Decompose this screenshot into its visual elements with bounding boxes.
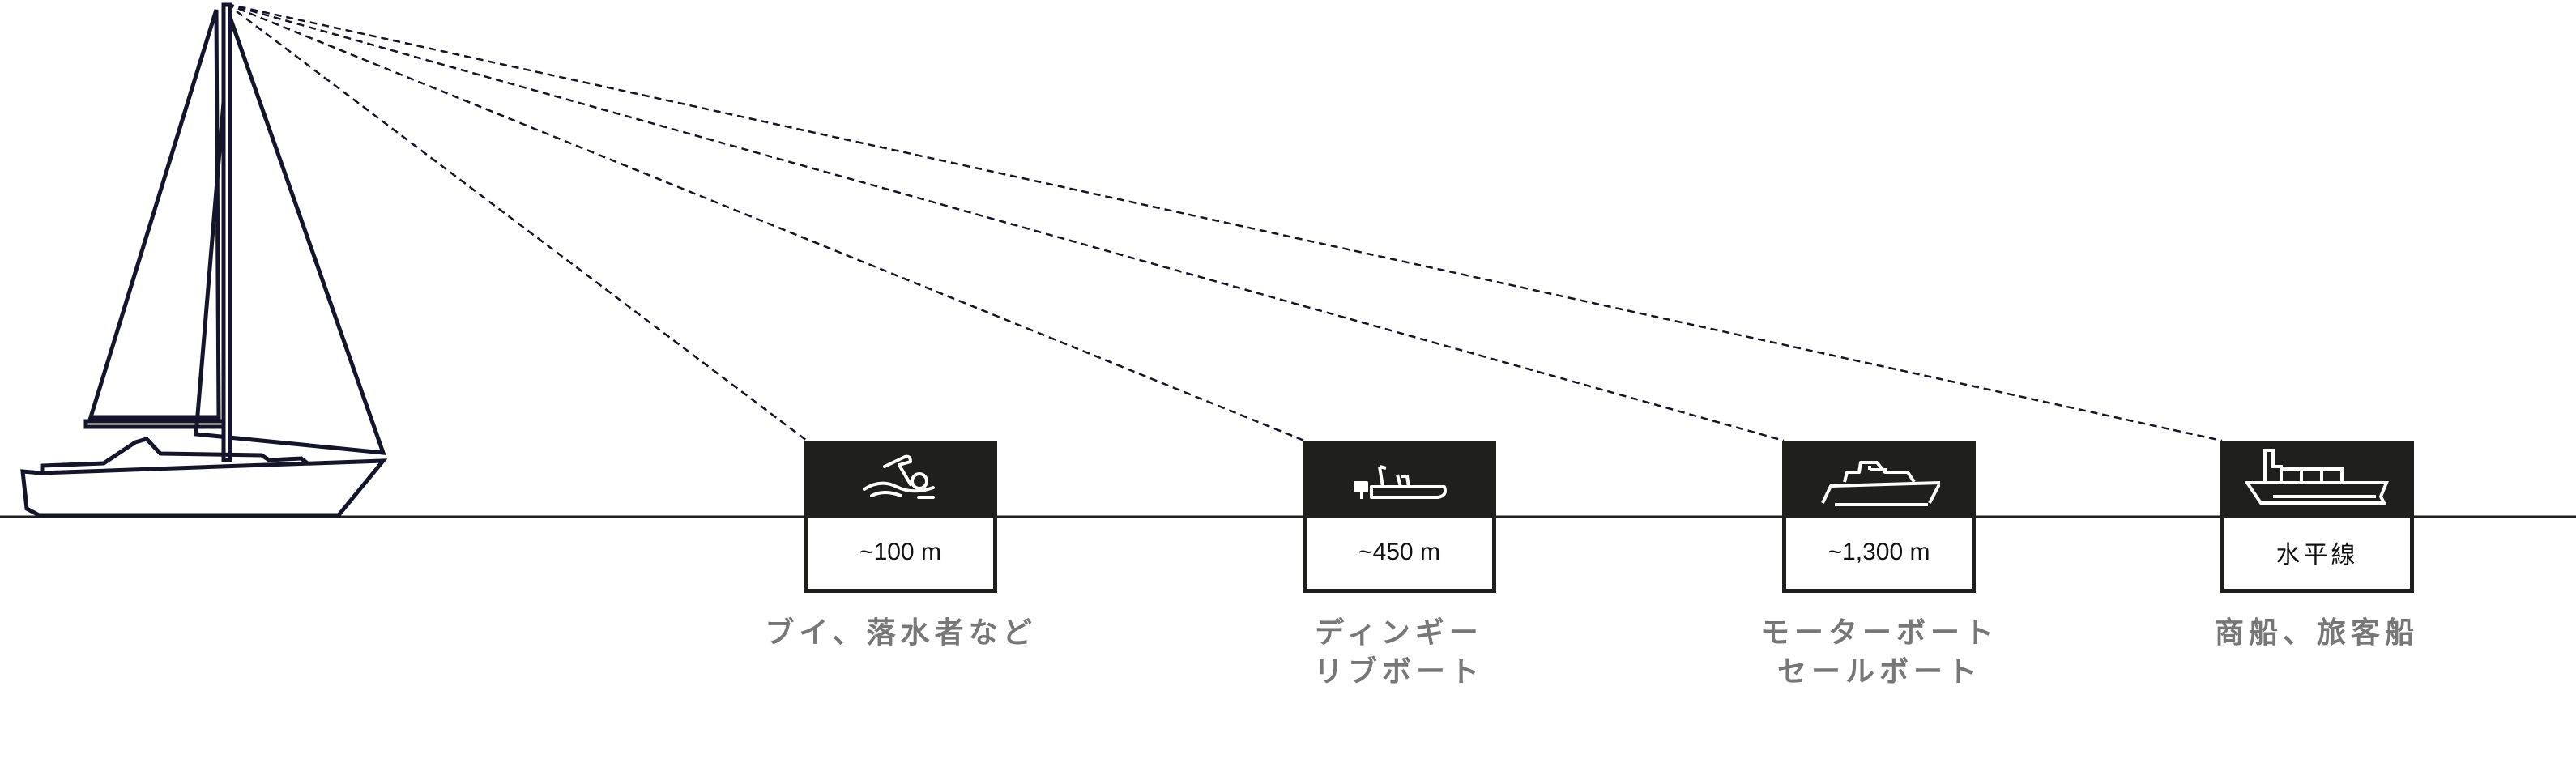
label-line: ブイ、落水者など <box>765 616 1037 650</box>
distance-value: ~100 m <box>804 516 997 593</box>
label-line: モーターボート <box>1759 616 1998 650</box>
target-card-motorboat: ~1,300 m <box>1782 441 1976 593</box>
motorboat-icon <box>1782 441 1976 516</box>
distance-value: 水平線 <box>2220 516 2414 593</box>
swimmer-icon <box>804 441 997 516</box>
label-line: リブボート <box>1313 655 1484 688</box>
target-label-dinghy: ディンギーリブボート <box>1196 614 1601 692</box>
target-card-buoy: ~100 m <box>804 441 997 593</box>
label-line: ディンギー <box>1315 616 1483 650</box>
distance-value: ~1,300 m <box>1782 516 1976 593</box>
target-card-dinghy: ~450 m <box>1303 441 1496 593</box>
distance-value: ~450 m <box>1303 516 1496 593</box>
sight-line-2 <box>226 2 1305 442</box>
target-label-cargo-ship: 商船、旅客船 <box>2114 614 2519 653</box>
label-line: 商船、旅客船 <box>2214 616 2419 650</box>
label-line: セールボート <box>1776 655 1981 688</box>
target-label-buoy: ブイ、落水者など <box>698 614 1103 653</box>
target-label-motorboat: モーターボートセールボート <box>1677 614 2082 692</box>
sight-lines <box>226 2 2223 442</box>
sight-line-3 <box>226 2 1785 442</box>
target-card-cargo-ship: 水平線 <box>2220 441 2414 593</box>
sailboat-icon <box>20 2 388 518</box>
dinghy-icon <box>1303 441 1496 516</box>
cargo-ship-icon <box>2220 441 2414 516</box>
sight-line-1 <box>226 3 808 441</box>
sight-line-4 <box>226 2 2223 442</box>
